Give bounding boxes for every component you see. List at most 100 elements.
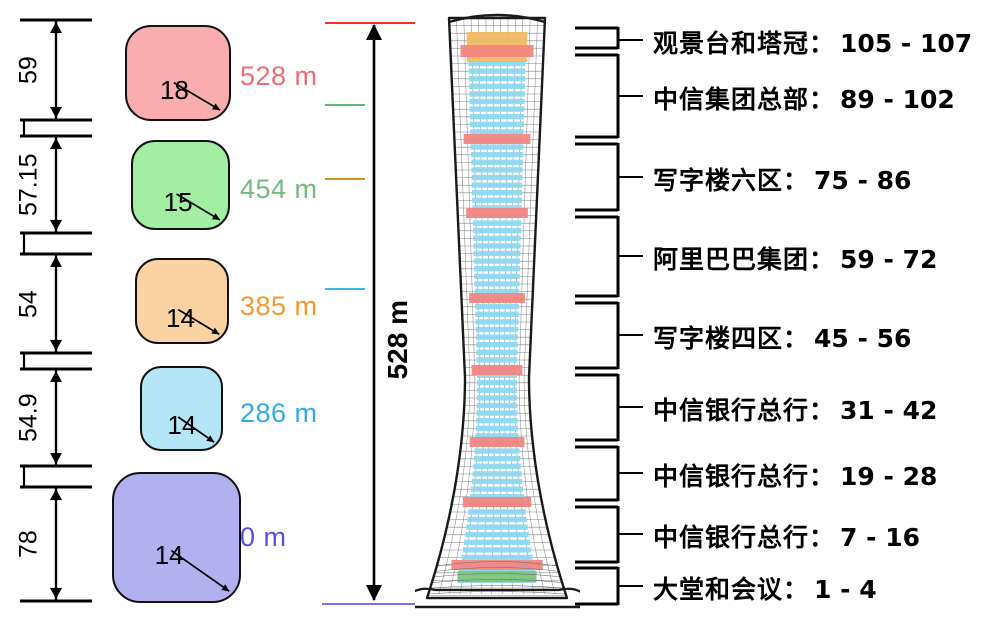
tower-band-band-mech-4	[469, 293, 525, 303]
tower-band-band-mech-5	[471, 365, 523, 375]
tower-band-band-lobby-green	[457, 571, 537, 582]
zone-separator: ：	[809, 523, 835, 552]
zone-floor-range: 59 - 72	[840, 245, 938, 274]
zone-name: 阿里巴巴集团	[653, 245, 810, 274]
tower-band-band-mech-8	[451, 560, 543, 570]
zone-floor-range: 31 - 42	[840, 396, 938, 425]
zone-bracket-zone-citic-bank-2	[575, 445, 643, 502]
zone-name: 中信银行总行	[653, 462, 810, 491]
plate-height-label: 528 m	[240, 61, 318, 92]
scale-tick-tick-green	[325, 104, 365, 106]
dimension-value: 54	[14, 289, 43, 318]
zone-floor-range: 75 - 86	[814, 166, 912, 195]
tower-band-band-mech-3	[466, 208, 528, 218]
dimension-value: 59	[14, 56, 43, 84]
plate-corner-arrow	[170, 549, 230, 592]
scale-total-label: 528 m	[382, 300, 413, 380]
floor-plate-plate-385	[135, 258, 229, 344]
plate-corner-arrow	[177, 308, 220, 336]
zone-label-zone-office-4: 写字楼四区：45 - 56	[653, 319, 911, 355]
zone-bracket-zone-alibaba	[575, 215, 643, 298]
zone-floor-range: 19 - 28	[840, 462, 938, 491]
arrowhead-up	[50, 22, 62, 33]
dimension-value: 54.9	[14, 393, 43, 442]
zone-bracket-zone-office-4	[575, 301, 643, 370]
zone-name: 中信银行总行	[653, 396, 810, 425]
arrowhead-up	[50, 138, 62, 149]
tower-crown	[448, 13, 546, 24]
plate-height-label: 454 m	[240, 174, 318, 205]
zone-bracket-zone-lobby	[575, 566, 643, 606]
tower-band-band-mech-6	[469, 437, 525, 447]
arrowhead-down	[50, 220, 62, 231]
zone-separator: ：	[809, 396, 835, 425]
zone-separator: ：	[809, 85, 835, 114]
zone-bracket-zone-observation	[575, 26, 643, 50]
zone-label-zone-citic-bank-3: 中信银行总行：7 - 16	[653, 518, 920, 554]
dimension-value: 57.15	[14, 153, 43, 216]
plate-corner-arrow	[176, 193, 221, 221]
zone-separator: ：	[809, 29, 835, 58]
zone-name: 中信集团总部	[653, 85, 810, 114]
arrowhead-up	[50, 489, 62, 500]
floor-plate-count: 15	[163, 186, 193, 217]
zone-bracket-group	[575, 26, 643, 606]
zone-separator: ：	[809, 245, 835, 274]
floor-plate-plate-454	[131, 140, 230, 230]
plate-height-label: 286 m	[240, 398, 318, 429]
arrowhead-down	[50, 453, 62, 464]
zone-separator: ：	[783, 575, 809, 604]
tower-outline	[425, 16, 569, 600]
zone-bracket-zone-citic-hq	[575, 53, 643, 139]
scale-tick-tick-orange	[325, 178, 365, 180]
zone-floor-range: 45 - 56	[814, 324, 912, 353]
arrowhead-down	[50, 340, 62, 351]
tower-base-apron	[415, 587, 580, 593]
plate-corner-arrow	[173, 81, 221, 111]
zone-separator: ：	[809, 462, 835, 491]
scale-tick-tick-top-red	[325, 22, 415, 24]
scale-tick-tick-blue	[325, 288, 365, 290]
zone-label-zone-lobby: 大堂和会议：1 - 4	[653, 570, 877, 606]
arrowhead-down	[50, 588, 62, 599]
plate-corner-arrow	[177, 416, 215, 443]
zone-separator: ：	[783, 324, 809, 353]
zone-separator: ：	[783, 166, 809, 195]
floor-plate-count: 14	[167, 410, 197, 441]
zone-label-zone-citic-bank-2: 中信银行总行：19 - 28	[653, 457, 937, 493]
tower-band-band-mech-1	[460, 45, 534, 57]
zone-label-zone-alibaba: 阿里巴巴集团：59 - 72	[653, 240, 937, 276]
zone-name: 写字楼六区	[653, 166, 784, 195]
zone-floor-range: 7 - 16	[840, 523, 920, 552]
zone-label-zone-office-6: 写字楼六区：75 - 86	[653, 161, 911, 197]
zone-floor-range: 1 - 4	[814, 575, 877, 604]
floor-plate-plate-0	[112, 472, 241, 603]
zone-label-zone-citic-hq: 中信集团总部：89 - 102	[653, 80, 955, 116]
zone-bracket-zone-citic-bank-3	[575, 505, 643, 564]
dimension-chain	[20, 18, 92, 603]
zone-label-zone-citic-bank-1: 中信银行总行：31 - 42	[653, 391, 937, 427]
tower-elevation-drawing	[415, 13, 580, 609]
zone-name: 大堂和会议	[653, 575, 784, 604]
arrowhead-up	[366, 24, 382, 40]
zone-name: 观景台和塔冠	[653, 29, 810, 58]
plate-height-label: 385 m	[240, 290, 318, 321]
zone-bracket-zone-citic-bank-1	[575, 373, 643, 442]
zone-label-zone-observation: 观景台和塔冠：105 - 107	[653, 24, 972, 60]
zone-floor-range: 89 - 102	[840, 85, 955, 114]
floor-plate-plate-528	[125, 25, 231, 121]
plate-height-label: 0 m	[240, 521, 287, 552]
arrowhead-up	[50, 371, 62, 382]
scale-arrow	[366, 24, 382, 601]
zone-name: 中信银行总行	[653, 523, 810, 552]
arrowhead-down	[366, 585, 382, 601]
floor-plate-count: 18	[159, 74, 189, 105]
tower-band-band-mech-2	[463, 134, 531, 144]
scale-tick-tick-bottom-purple	[322, 603, 415, 605]
arrowhead-up	[50, 256, 62, 267]
zone-name: 写字楼四区	[653, 324, 784, 353]
dimension-value: 78	[14, 530, 43, 558]
tower-band-band-mech-7	[462, 497, 532, 507]
zone-floor-range: 105 - 107	[840, 29, 973, 58]
